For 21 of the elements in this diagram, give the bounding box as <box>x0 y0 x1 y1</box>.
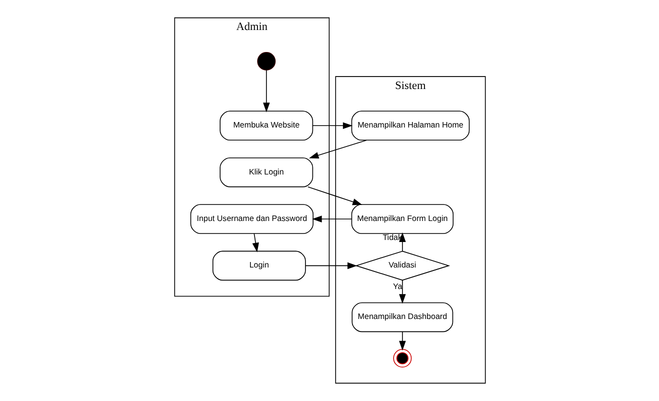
node-box: Menampilkan Dashboard <box>351 302 453 332</box>
node-box: Login <box>212 250 306 281</box>
node-box: Klik Login <box>219 157 313 188</box>
arrow <box>308 140 366 159</box>
arrow <box>398 280 406 304</box>
node-circle <box>392 349 412 368</box>
arrow <box>398 331 406 351</box>
node-box: Membuka Website <box>219 110 313 141</box>
arrow <box>252 233 258 252</box>
node-circle <box>256 52 276 71</box>
node-diamond: Validasi <box>354 250 450 281</box>
node-box: Menampilkan Halaman Home <box>350 110 470 141</box>
node-box: Menampilkan Form Login <box>350 204 454 234</box>
node-box: Input Username dan Password <box>190 204 313 234</box>
edge-label: Tidak <box>382 233 402 242</box>
edge-label: Ya <box>392 282 402 291</box>
arrow <box>262 70 270 112</box>
arrow <box>304 262 357 270</box>
arrow <box>307 186 362 206</box>
arrow <box>312 216 352 222</box>
arrow <box>312 122 352 130</box>
